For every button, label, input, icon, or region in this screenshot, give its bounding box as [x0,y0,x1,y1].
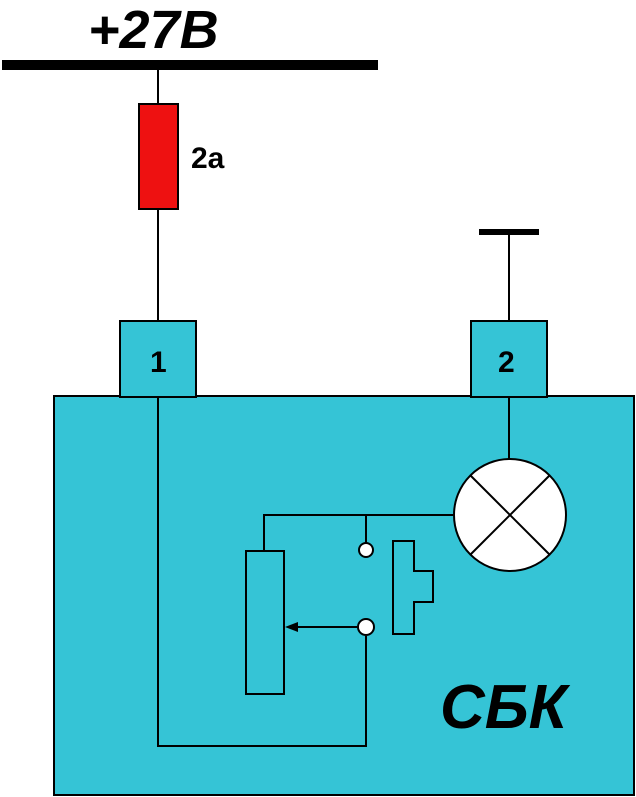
unit-body [53,395,635,796]
power-bus-bar [2,60,378,70]
pin-2-label: 2 [498,346,515,379]
ground-symbol [479,229,539,235]
push-button-actuator [392,540,434,635]
internal-wire-lamp-to-potentiometer [263,514,455,551]
fuse-rating-label: 2а [191,142,225,175]
switch-contact-top [358,542,374,558]
connector-pin-2 [470,320,548,398]
signal-lamp-cross-b [469,474,551,556]
internal-wire-pin-1 [157,397,367,747]
pin-1-label: 1 [150,346,167,379]
unit-label: СБК [440,673,571,742]
fuse [138,103,179,210]
switch-contact-bottom [357,618,375,636]
connector-pin-1 [119,320,197,398]
potentiometer-wiper-arrowhead [285,622,298,632]
power-bus-label: +27В [88,0,219,60]
potentiometer [245,550,285,695]
